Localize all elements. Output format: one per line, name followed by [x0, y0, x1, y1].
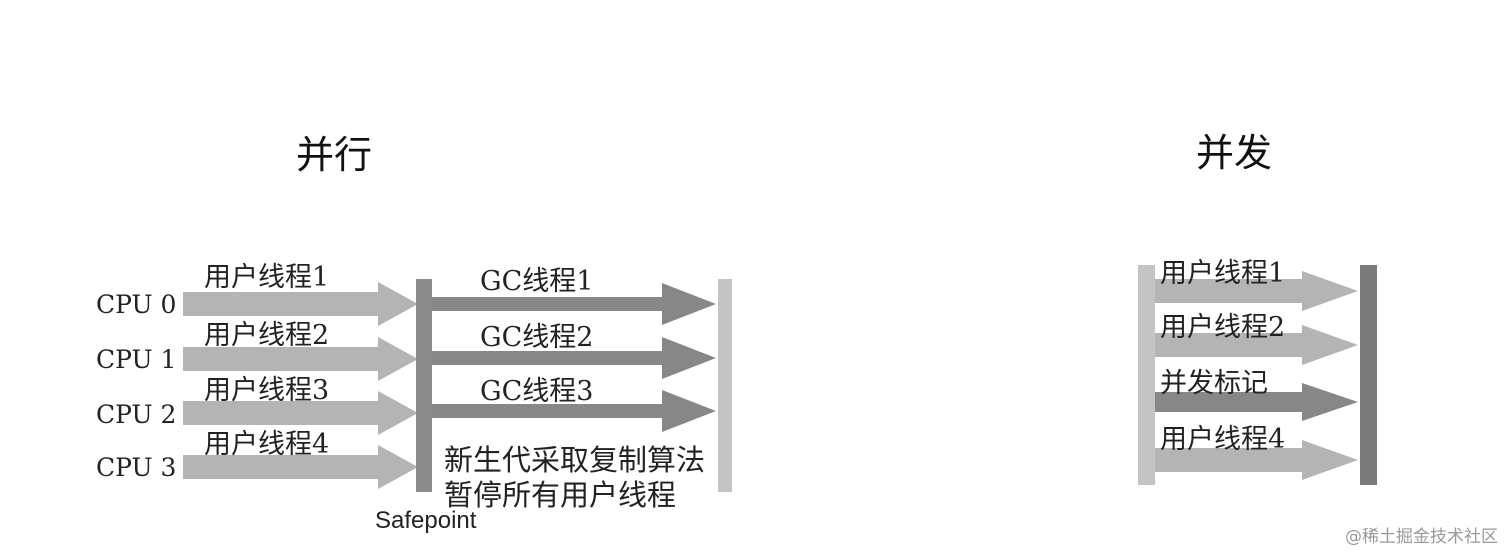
user-thread-arrow-0	[183, 282, 418, 326]
cpu-label-3: CPU 3	[96, 453, 177, 482]
concurrent-arrow-0	[1155, 271, 1358, 311]
safepoint-bar	[416, 279, 432, 492]
user-thread-label-1: 用户线程2	[204, 320, 330, 351]
safepoint-label: Safepoint	[375, 507, 477, 534]
user-thread-label-3: 用户线程4	[204, 429, 330, 460]
cpu-label-2: CPU 2	[96, 400, 177, 429]
watermark: @稀土掘金技术社区	[1345, 527, 1498, 547]
concurrent-label-0: 用户线程1	[1160, 258, 1286, 289]
concurrent-label-3: 用户线程4	[1160, 424, 1286, 455]
gc-end-bar	[718, 279, 732, 492]
concurrent-label-1: 用户线程2	[1160, 312, 1286, 343]
concurrent-arrow-3	[1155, 440, 1358, 480]
cpu-label-0: CPU 0	[96, 290, 177, 319]
concurrent-title: 并发	[1196, 131, 1273, 175]
parallel-title: 并行	[296, 133, 373, 177]
concurrent-label-2: 并发标记	[1160, 368, 1268, 399]
user-thread-arrow-3	[183, 445, 418, 489]
gc-thread-label-0: GC线程1	[480, 266, 594, 297]
user-thread-arrow-1	[183, 337, 418, 381]
gc-thread-arrow-1	[432, 337, 716, 379]
gc-note-line-2: 暂停所有用户线程	[444, 478, 677, 512]
cpu-label-1: CPU 1	[96, 345, 177, 374]
gc-thread-label-2: GC线程3	[480, 376, 594, 407]
user-thread-label-0: 用户线程1	[204, 262, 330, 293]
user-thread-arrow-2	[183, 391, 418, 435]
gc-thread-arrow-0	[432, 283, 716, 325]
concurrent-end-bar	[1360, 265, 1377, 485]
concurrent-arrow-1	[1155, 325, 1358, 365]
user-thread-label-2: 用户线程3	[204, 375, 330, 406]
gc-note-line-1: 新生代采取复制算法	[444, 443, 706, 477]
gc-thread-arrow-2	[432, 390, 716, 432]
concurrent-start-bar	[1138, 265, 1155, 485]
concurrent-arrow-2	[1155, 383, 1358, 421]
gc-thread-label-1: GC线程2	[480, 322, 594, 353]
